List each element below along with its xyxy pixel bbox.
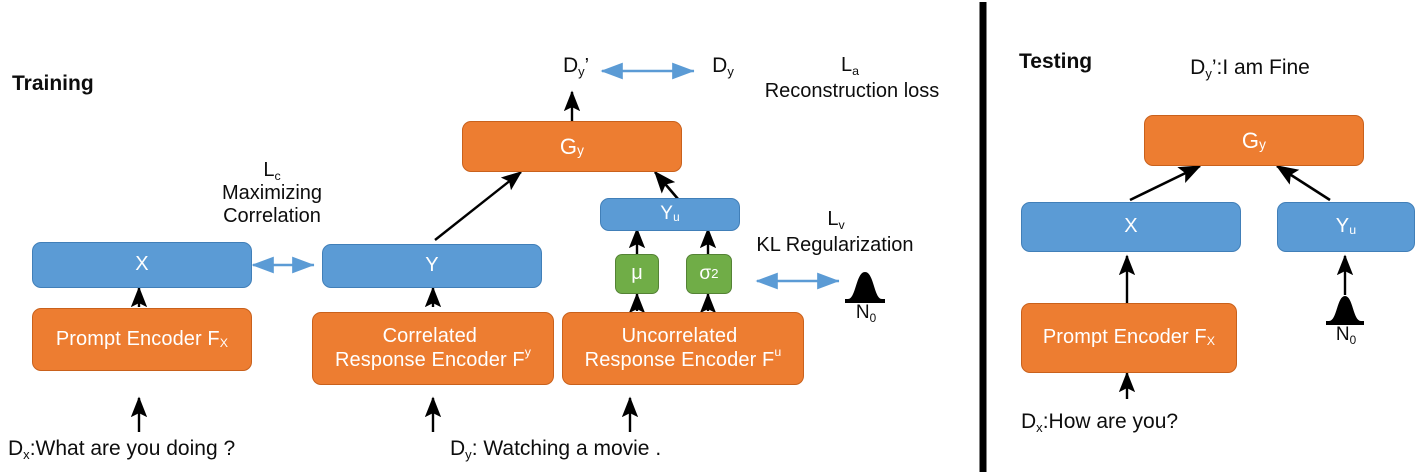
node-test-x-latent[interactable]: X bbox=[1021, 202, 1241, 252]
edge-test-yu-to-generator bbox=[1275, 164, 1331, 202]
gaussian-noise-icon-testing bbox=[1326, 296, 1364, 325]
input-dy-training: Dy: Watching a movie . bbox=[450, 437, 662, 462]
input-dx-testing: Dx:How are you? bbox=[1021, 410, 1179, 435]
label-noise-testing: N0 bbox=[1335, 324, 1357, 347]
input-dx-training: Dx:What are you doing ? bbox=[8, 437, 236, 462]
loss-c-symbol: Lc bbox=[263, 159, 281, 183]
testing-panel-title: Testing bbox=[1019, 50, 1093, 73]
output-dy-prime-testing: Dy’:I am Fine bbox=[1190, 56, 1310, 81]
node-mu[interactable]: μ bbox=[615, 254, 659, 294]
label-dy: Dy bbox=[712, 54, 734, 79]
loss-c-text: Maximizing Correlation bbox=[221, 182, 323, 227]
gaussian-noise-icon-training bbox=[845, 272, 885, 303]
loss-a-symbol: La bbox=[840, 54, 860, 78]
label-noise-training: N0 bbox=[855, 302, 877, 325]
edge-y-to-generator bbox=[434, 171, 523, 241]
loss-v-text: KL Regularization bbox=[756, 234, 914, 256]
label-dy-prime: Dy’ bbox=[562, 54, 590, 79]
loss-a-text: Reconstruction loss bbox=[764, 80, 940, 102]
edge-test-x-to-generator bbox=[1129, 164, 1202, 202]
edge-yu-to-generator bbox=[653, 170, 679, 200]
training-panel-title: Training bbox=[12, 72, 94, 95]
node-y-latent[interactable]: Y bbox=[322, 244, 542, 288]
loss-v-symbol: Lv bbox=[827, 208, 845, 232]
node-x-latent[interactable]: X bbox=[32, 242, 252, 288]
